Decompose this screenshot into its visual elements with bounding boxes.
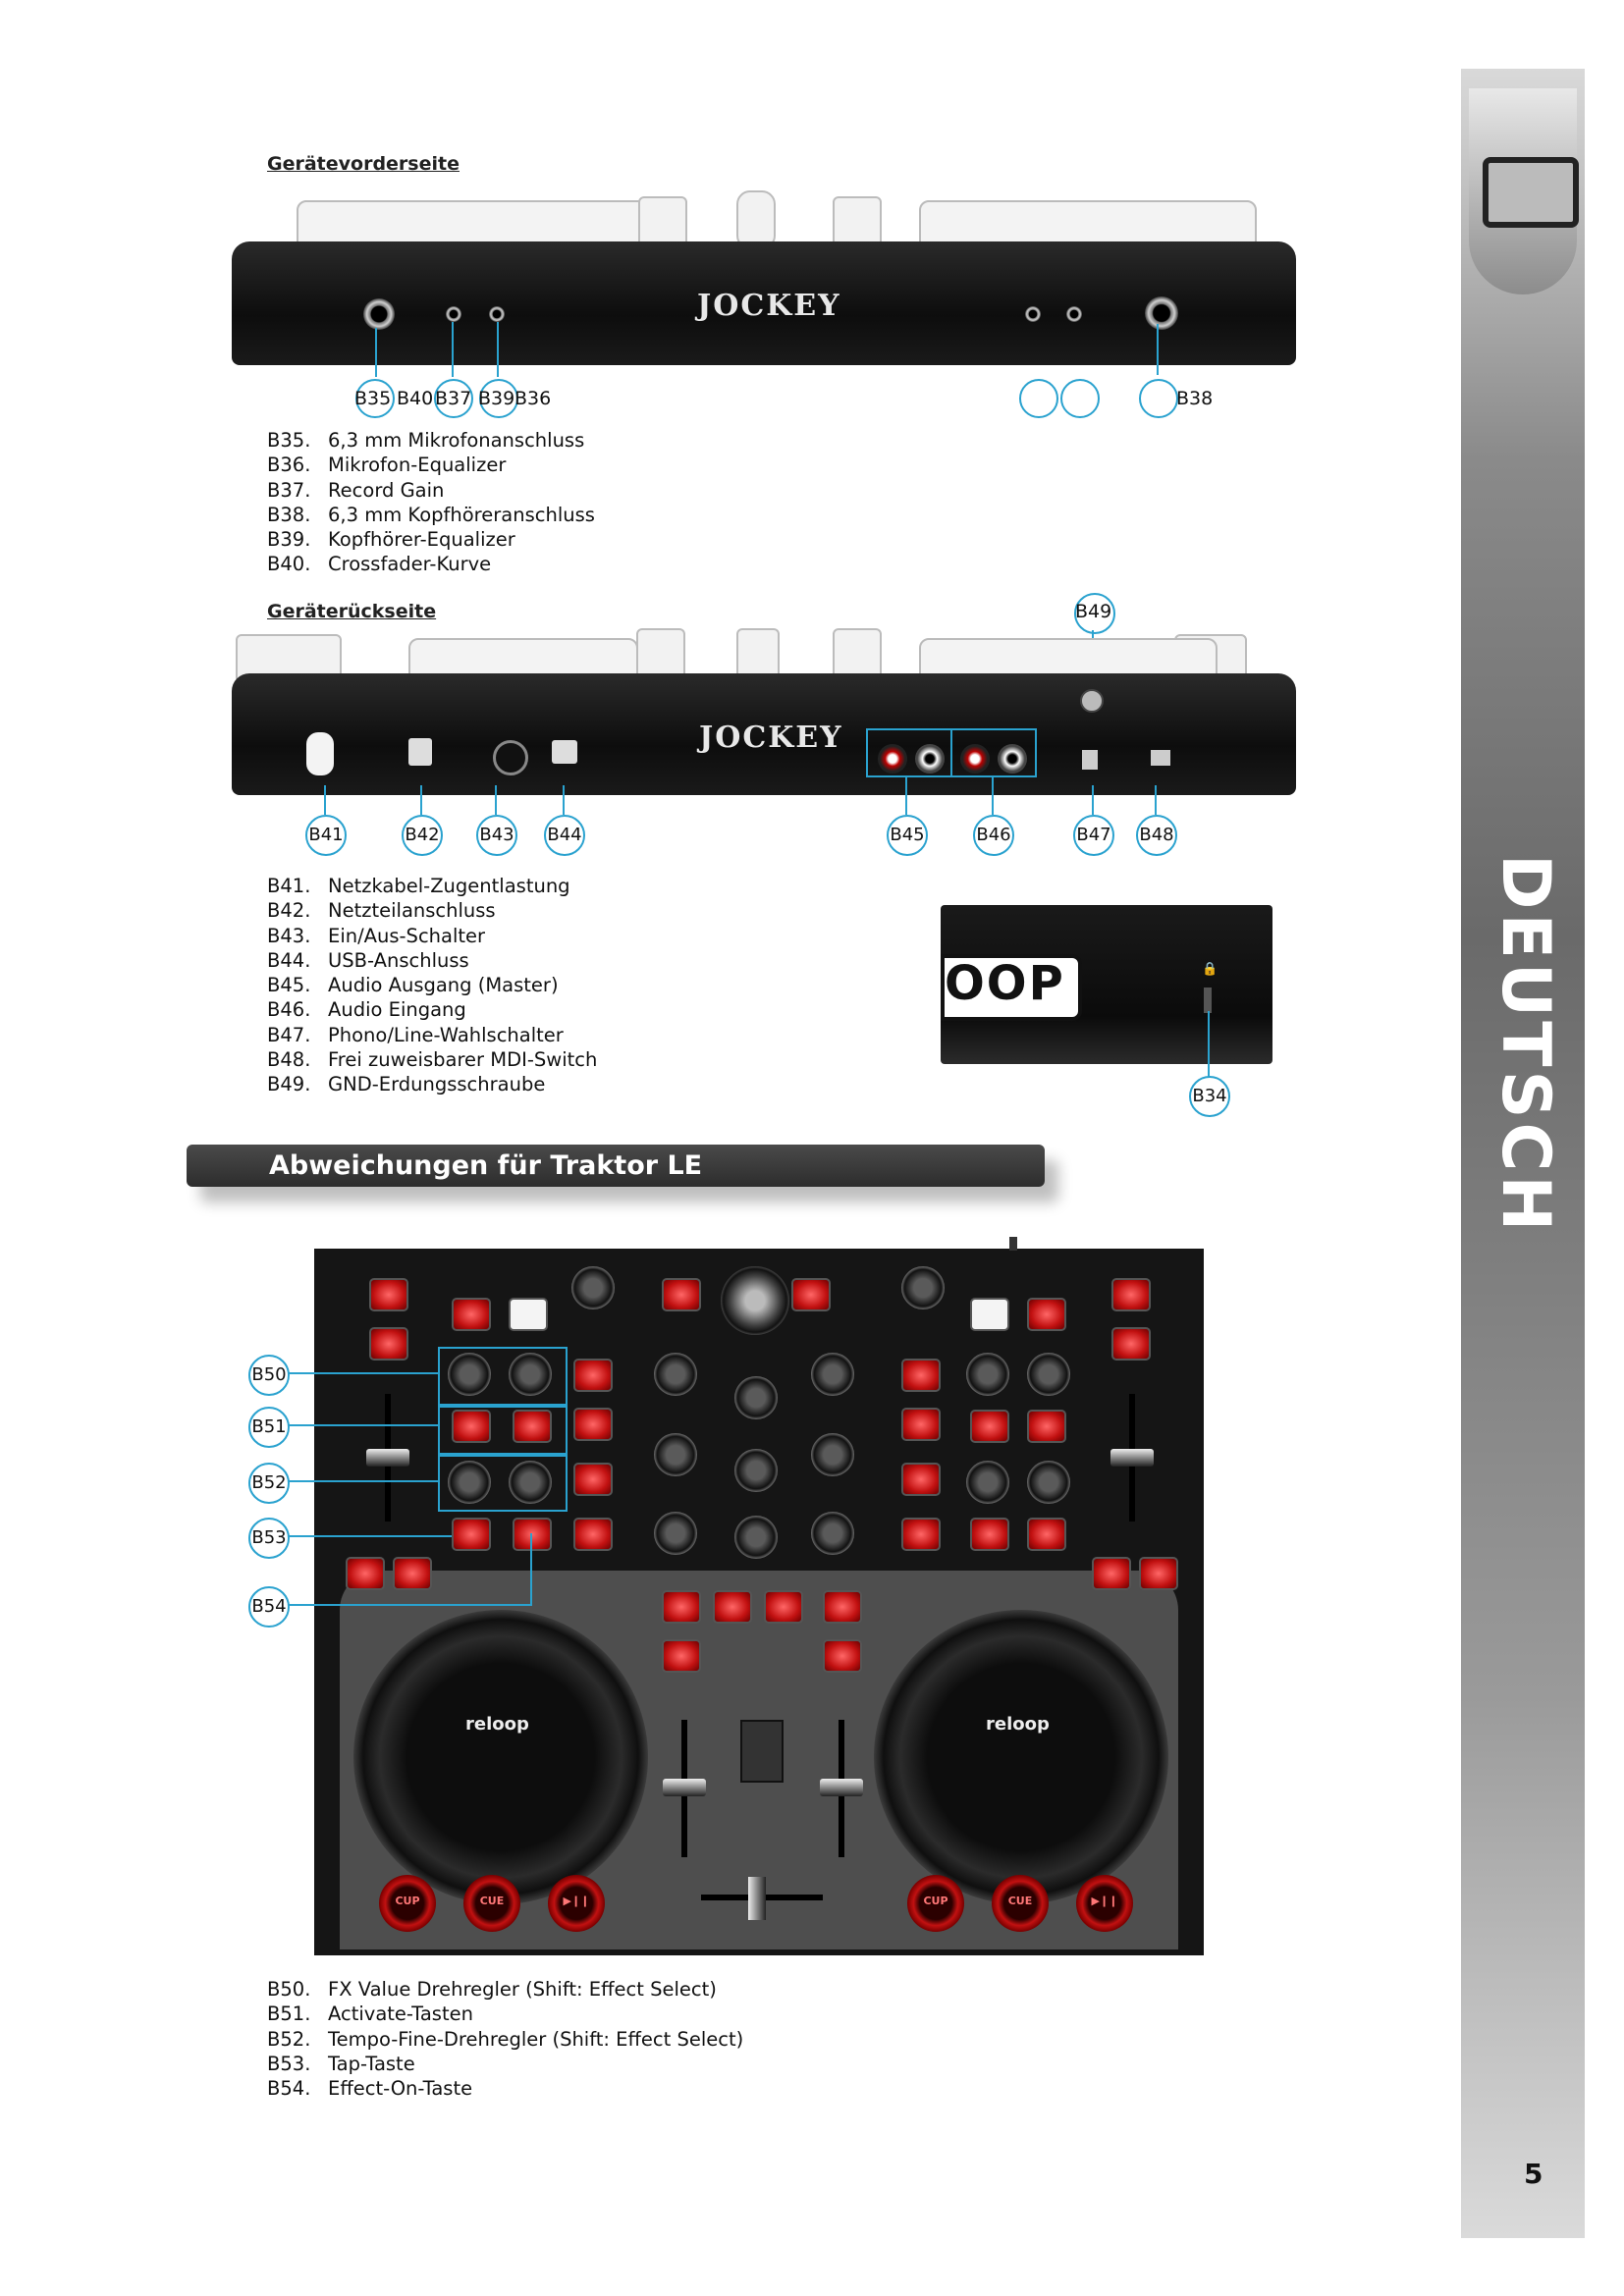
list-item: B41.Netzkabel-Zugentlastung [267,874,597,898]
list-item: B43.Ein/Aus-Schalter [267,924,597,948]
front-item-list: B35.6,3 mm Mikrofonanschluss B36.Mikrofo… [267,428,595,577]
list-item: B54.Effect-On-Taste [267,2076,743,2101]
section-banner-title: Abweichungen für Traktor LE [269,1150,702,1181]
callout-b34: B34 [1189,1076,1230,1117]
list-item: B49.GND-Erdungsschraube [267,1072,597,1096]
callout-b46: B46 [973,815,1014,856]
jog-wheel-left [353,1610,648,1904]
list-item: B39.Kopfhörer-Equalizer [267,527,595,552]
list-item: B44.USB-Anschluss [267,948,597,973]
jog-wheel-right [874,1610,1168,1904]
callout-b48: B48 [1136,815,1177,856]
list-item: B51.Activate-Tasten [267,2002,743,2026]
page-number: 5 [1524,2158,1543,2190]
list-item: B50.FX Value Drehregler (Shift: Effect S… [267,1977,743,2002]
detail-photo: OOP 🔒 [941,905,1272,1064]
callout-b50: B50 [248,1355,290,1396]
front-device-image: JOCKEY [232,183,1296,369]
callout-b51: B51 [248,1407,290,1448]
list-item: B53.Tap-Taste [267,2052,743,2076]
callout-b38: B38 [1176,388,1213,409]
callout-b40: B40 [397,388,433,409]
brand-logo-left: reloop [465,1714,529,1735]
callout-circle-right-1 [1019,379,1058,418]
callout-b43: B43 [476,815,517,856]
list-item: B52.Tempo-Fine-Drehregler (Shift: Effect… [267,2027,743,2052]
callout-b42: B42 [402,815,443,856]
list-item: B45.Audio Ausgang (Master) [267,973,597,997]
list-item: B36.Mikrofon-Equalizer [267,453,595,477]
list-item: B46.Audio Eingang [267,997,597,1022]
back-item-list: B41.Netzkabel-Zugentlastung B42.Netzteil… [267,874,597,1097]
side-tab-label: DEUTSCH [1476,854,1564,1266]
list-item: B38.6,3 mm Kopfhöreranschluss [267,503,595,527]
callout-b52: B52 [248,1463,290,1504]
back-device-image: JOCKEY [232,618,1296,795]
callout-b47: B47 [1073,815,1114,856]
callout-b53: B53 [248,1518,290,1559]
list-item: B47.Phono/Line-Wahlschalter [267,1023,597,1047]
callout-b35: B35 [354,388,391,409]
callout-b54: B54 [248,1586,290,1628]
list-item: B35.6,3 mm Mikrofonanschluss [267,428,595,453]
list-item: B37.Record Gain [267,478,595,503]
back-logo: JOCKEY [699,721,843,755]
detail-logo: OOP [945,956,1065,1011]
callout-b44: B44 [544,815,585,856]
callout-b39: B39 [478,388,514,409]
callout-circle-b38 [1139,379,1178,418]
callout-b36: B36 [514,388,551,409]
list-item: B42.Netzteilanschluss [267,898,597,923]
front-logo: JOCKEY [697,289,841,323]
list-item: B40.Crossfader-Kurve [267,552,595,576]
side-tab-logo [1469,88,1577,294]
callout-circle-right-2 [1060,379,1100,418]
callout-b41: B41 [305,815,347,856]
callout-b37: B37 [435,388,471,409]
brand-logo-right: reloop [986,1714,1050,1735]
traktor-item-list: B50.FX Value Drehregler (Shift: Effect S… [267,1977,743,2101]
front-heading: Gerätevorderseite [267,153,460,175]
callout-b45: B45 [887,815,928,856]
list-item: B48.Frei zuweisbarer MDI-Switch [267,1047,597,1072]
